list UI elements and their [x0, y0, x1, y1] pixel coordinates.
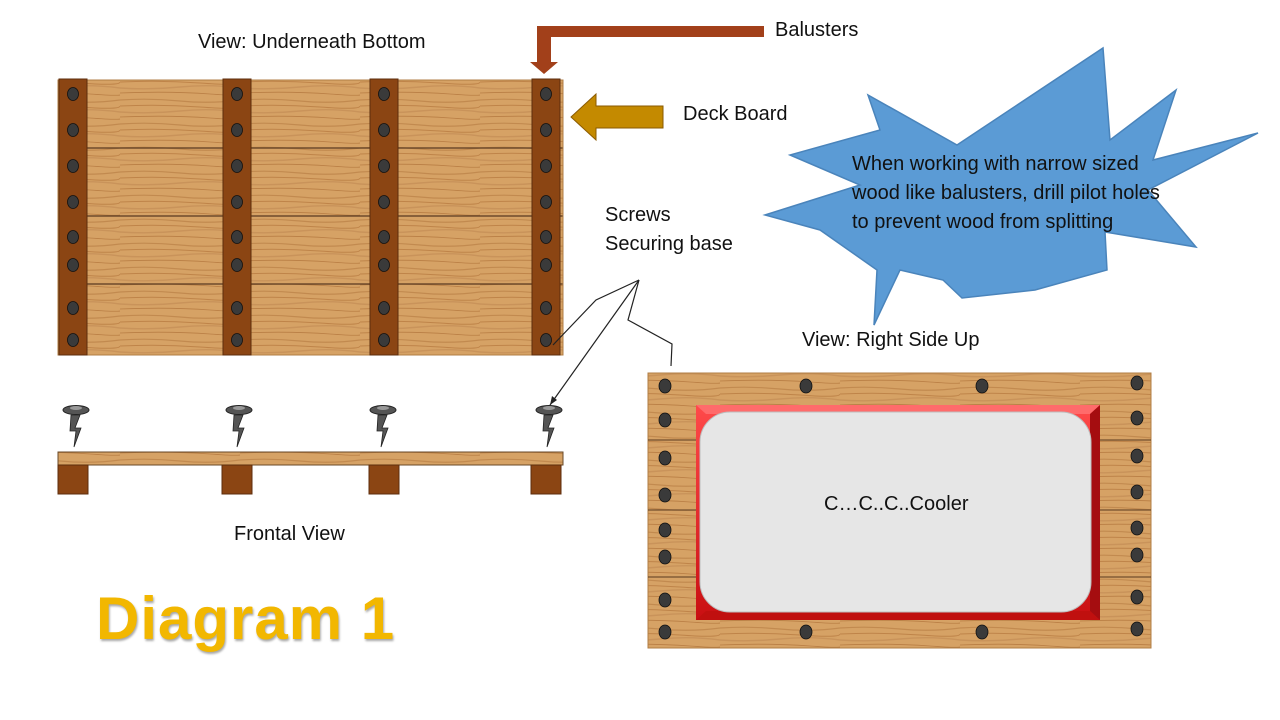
top-screw-hole [799, 624, 813, 640]
cooler-label: C…C..C..Cooler [824, 493, 969, 515]
screw-head-highlight [377, 406, 389, 410]
frontal-posts-group [57, 464, 562, 495]
screw-hole [540, 123, 552, 137]
screw-hole [231, 258, 243, 272]
deck-board-arrow [570, 92, 664, 142]
callout-burst [762, 46, 1259, 326]
balusters-group [58, 78, 561, 356]
top-screw-hole [658, 592, 672, 608]
screw-hole [67, 195, 79, 209]
leader-arrowhead [550, 396, 557, 405]
screw-shaft [69, 414, 82, 448]
frontal-view-label: Frontal View [234, 523, 345, 545]
screw-hole [67, 123, 79, 137]
screw-hole [540, 301, 552, 315]
screws-leader-front [549, 279, 640, 406]
screw-hole [67, 230, 79, 244]
top-screw-hole [658, 522, 672, 538]
screw-hole [67, 258, 79, 272]
callout-text: When working with narrow sized wood like… [852, 153, 1160, 233]
top-screw-hole [975, 378, 989, 394]
top-screw-hole [658, 450, 672, 466]
screw-hole [378, 230, 390, 244]
screw-shaft [376, 414, 389, 448]
screw-hole [540, 258, 552, 272]
balusters-arrow [530, 26, 764, 74]
screw-hole [231, 230, 243, 244]
top-screw-hole [799, 378, 813, 394]
top-screw-hole [1130, 589, 1144, 605]
screw-hole [231, 301, 243, 315]
screw-hole [67, 301, 79, 315]
top-screw-hole [1130, 448, 1144, 464]
screw-hole [231, 333, 243, 347]
top-screw-hole [658, 378, 672, 394]
screw-hole [67, 159, 79, 173]
frontal-view-panel [57, 405, 564, 495]
screw-hole [378, 195, 390, 209]
frontal-post [530, 464, 562, 495]
frontal-post [368, 464, 400, 495]
diagram-title: Diagram 1 [96, 585, 396, 652]
screw-hole [540, 87, 552, 101]
screws-leader-right [627, 279, 673, 367]
deck-border [57, 79, 564, 356]
screw-hole [231, 123, 243, 137]
bottom-view-panel [57, 78, 564, 356]
screw-shaft [232, 414, 245, 448]
right-side-up-panel [647, 372, 1152, 649]
screws-leader-left [552, 279, 640, 346]
screws-label: Screws [605, 204, 671, 226]
deck-board-label: Deck Board [683, 103, 788, 125]
frame-bevel-right [1090, 405, 1100, 620]
screw-hole [231, 87, 243, 101]
screw-shaft [542, 414, 555, 448]
screw-hole [231, 159, 243, 173]
balusters-label: Balusters [775, 19, 859, 41]
frontal-deck-board [57, 451, 564, 466]
frame-bevel-bottom [696, 611, 1100, 620]
top-screw-hole [1130, 621, 1144, 637]
screw-head-highlight [70, 406, 82, 410]
frontal-screws-group [62, 405, 563, 448]
screw-hole [540, 159, 552, 173]
top-screw-hole [975, 624, 989, 640]
frontal-post [57, 464, 89, 495]
top-screw-hole [1130, 375, 1144, 391]
screw-hole [540, 333, 552, 347]
screw-hole [540, 195, 552, 209]
view-underneath-bottom-label: View: Underneath Bottom [198, 31, 426, 53]
top-screw-hole [658, 412, 672, 428]
screw-hole [378, 258, 390, 272]
top-screws-group [658, 375, 1144, 640]
securing-base-label: Securing base [605, 233, 733, 255]
top-screw-hole [658, 549, 672, 565]
top-screw-hole [1130, 484, 1144, 500]
screw-head-highlight [543, 406, 555, 410]
screw-hole [67, 87, 79, 101]
top-screw-hole [1130, 410, 1144, 426]
screw-hole [540, 230, 552, 244]
screw-head-highlight [233, 406, 245, 410]
deck-boards [58, 80, 563, 355]
screw-hole [378, 123, 390, 137]
screw-hole [378, 301, 390, 315]
frontal-post [221, 464, 253, 495]
top-screw-hole [658, 487, 672, 503]
screw-hole [378, 333, 390, 347]
top-screw-hole [1130, 520, 1144, 536]
top-screw-hole [1130, 547, 1144, 563]
screw-hole [231, 195, 243, 209]
screw-hole [378, 87, 390, 101]
cooler-body [699, 411, 1092, 613]
view-right-side-up-label: View: Right Side Up [802, 329, 980, 351]
top-screw-hole [658, 624, 672, 640]
screw-hole [378, 159, 390, 173]
screw-hole [67, 333, 79, 347]
